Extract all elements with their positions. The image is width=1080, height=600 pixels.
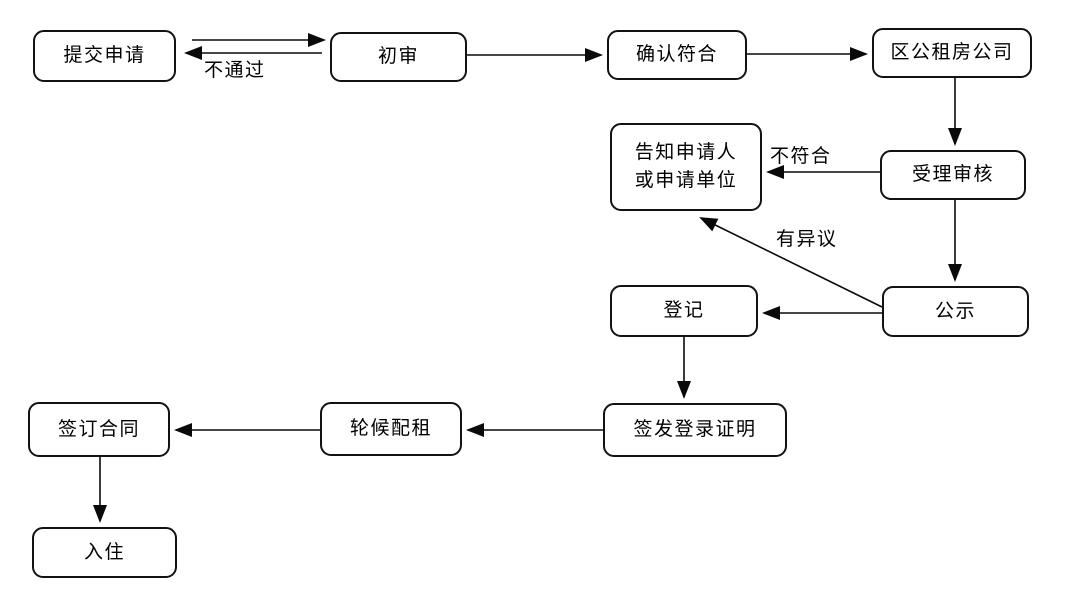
edge-label-objection: 有异议 [776, 228, 838, 250]
node-notify-applicant: 告知申请人 或申请单位 [610, 123, 762, 211]
node-submit-application: 提交申请 [33, 30, 176, 82]
node-accept-review: 受理审核 [880, 150, 1026, 200]
node-sign-contract: 签订合同 [28, 402, 170, 457]
node-publicity: 公示 [882, 286, 1029, 337]
node-issue-certificate: 签发登录证明 [603, 403, 787, 457]
node-register: 登记 [610, 285, 758, 337]
node-district-company: 区公租房公司 [872, 28, 1032, 78]
node-move-in: 入住 [32, 527, 177, 578]
node-waitlist-allocation: 轮候配租 [320, 402, 462, 456]
arrow-publicity-to-notify [699, 217, 883, 308]
edge-label-not-passed: 不通过 [204, 59, 266, 81]
node-confirm-eligible: 确认符合 [607, 30, 747, 80]
edge-label-not-eligible: 不符合 [770, 145, 832, 167]
node-initial-review: 初审 [330, 32, 467, 82]
